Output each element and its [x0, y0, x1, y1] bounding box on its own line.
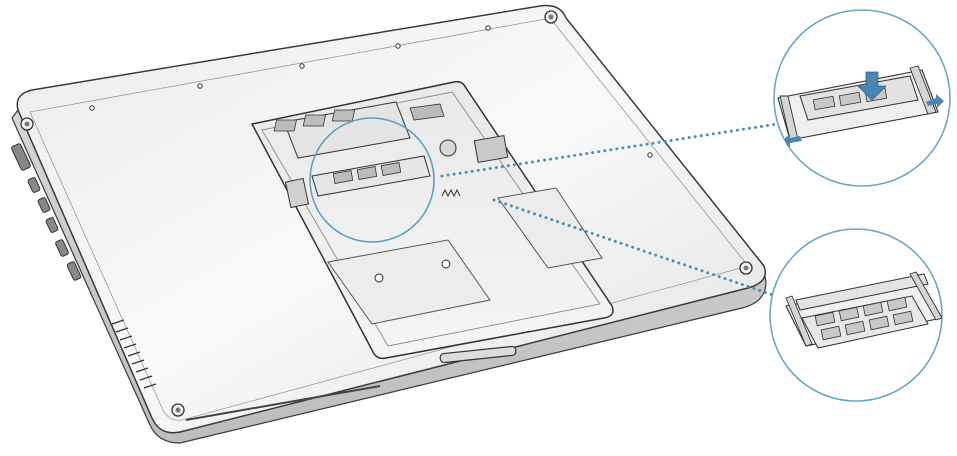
bay-fan-hub: [439, 139, 457, 157]
back-screws: [89, 25, 653, 158]
zoom-insert-module: [773, 9, 951, 187]
outward-arrow-left-icon: [782, 134, 802, 147]
bay-latch-left: [284, 177, 310, 209]
installed-memory-front: [311, 155, 431, 197]
side-ports: [11, 143, 82, 281]
front-latch: [439, 345, 517, 364]
installed-memory-back: [273, 101, 445, 159]
battery-recess-left: [327, 239, 491, 325]
push-down-arrow-icon: [857, 71, 887, 101]
zoom-memory-module: [769, 228, 943, 402]
side-vents: [111, 319, 157, 389]
battery-recess-right: [497, 187, 603, 269]
memory-bay: [250, 80, 614, 360]
bay-label-marks: [441, 188, 461, 198]
callout-module: [492, 198, 778, 298]
outward-arrow-right-icon: [926, 94, 944, 108]
bay-connector: [473, 134, 509, 164]
front-slot: [185, 385, 381, 421]
corner-feet: [20, 10, 753, 417]
callout-insert: [440, 120, 792, 178]
callout-lines: [440, 120, 792, 298]
bay-floor: [250, 80, 614, 360]
memory-slot-highlight: [309, 117, 435, 243]
